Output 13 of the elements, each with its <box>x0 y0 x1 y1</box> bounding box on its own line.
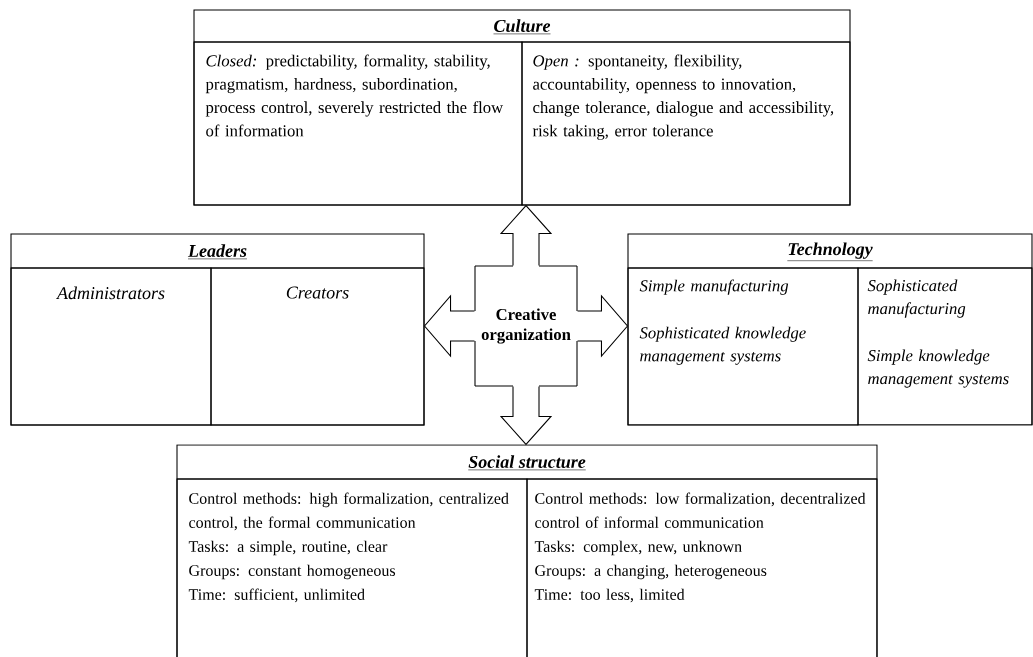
text-cell: Control methods: low formalization, decentralized control of informal communication Tasks: complex, new, unknown Groups: a changing, heterogeneous Time: too less, limited <box>526 478 878 657</box>
text-cell: Open : spontaneity, flexibility, accountability, openness to innovation, change tolerance, dialogue and accessibility, risk taking, error tolerance <box>521 41 851 206</box>
text-cell: Creators <box>210 267 425 426</box>
block-arrow <box>577 294 629 358</box>
text-cell: Simple manufacturing Sophisticated knowledge management systems <box>627 267 859 426</box>
block-arrow <box>499 386 553 446</box>
text-cell: Closed: predictability, formality, stability, pragmatism, hardness, subordination, process control, severely restricted the flow of information <box>193 41 523 206</box>
block-arrow <box>423 294 475 358</box>
cross-arrow-hub: Creative organization <box>474 265 578 387</box>
text-cell: Control methods: high formalization, centralized control, the formal communication Tasks: a simple, routine, clear Groups: constant homogeneous Time: sufficient, unlimited <box>176 478 528 657</box>
block-arrow <box>499 204 553 266</box>
text-cell: Administrators <box>10 267 212 426</box>
text-cell: Sophisticated manufacturing Simple knowledge management systems <box>857 267 1033 426</box>
